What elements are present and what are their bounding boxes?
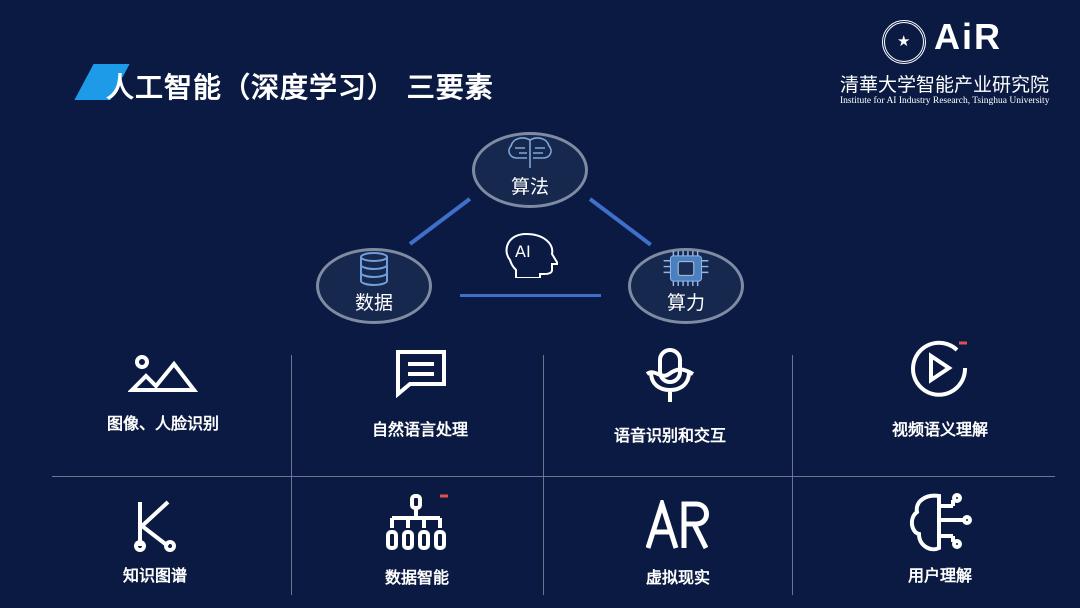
connector-line: [588, 197, 652, 247]
app-label: 自然语言处理: [371, 420, 468, 439]
app-label: 视频语义理解: [891, 420, 988, 439]
ai-head-icon: AI: [502, 232, 560, 279]
chat-icon: [396, 350, 446, 398]
hierarchy-icon: [386, 494, 448, 550]
institute-name-en: Institute for AI Industry Research, Tsin…: [840, 96, 1050, 106]
video-play-icon: [911, 340, 968, 397]
air-logo: AiR: [934, 16, 1002, 57]
column-divider: [291, 355, 292, 595]
app-knowledge-graph: 知识图谱: [30, 496, 280, 586]
node-algorithm: 算法: [472, 132, 588, 208]
app-label: 数据智能: [384, 568, 449, 587]
column-divider: [543, 355, 544, 595]
app-user-understanding: 用户理解: [815, 492, 1065, 586]
chip-icon: [663, 251, 709, 286]
app-image-recognition: 图像、人脸识别: [38, 352, 288, 434]
node-compute: 算力: [628, 248, 744, 324]
ar-icon: [646, 500, 709, 550]
app-ar: 虚拟现实: [553, 500, 803, 588]
app-label: 知识图谱: [122, 566, 187, 585]
page-title: 人工智能（深度学习） 三要素: [106, 71, 494, 104]
app-label: 用户理解: [907, 566, 972, 585]
tsinghua-seal-icon: [882, 20, 926, 64]
app-label: 图像、人脸识别: [106, 414, 219, 433]
brain-icon: [508, 137, 552, 168]
app-data-intelligence: 数据智能: [292, 494, 542, 588]
app-video: 视频语义理解: [815, 340, 1065, 440]
connector-line: [460, 294, 601, 297]
row-divider: [52, 476, 1055, 477]
database-icon: [360, 252, 388, 286]
microphone-icon: [645, 348, 695, 402]
image-icon: [128, 355, 198, 392]
app-nlp: 自然语言处理: [295, 348, 545, 440]
node-data: 数据: [316, 248, 432, 324]
institute-name-cn: 清華大学智能产业研究院: [840, 74, 1050, 96]
knowledge-graph-icon: [134, 500, 176, 552]
column-divider: [792, 355, 793, 595]
connector-line: [408, 197, 472, 246]
app-speech: 语音识别和交互: [545, 348, 795, 446]
brain-circuit-icon: [910, 493, 972, 552]
app-label: 虚拟现实: [645, 568, 710, 587]
svg-text:AI: AI: [515, 242, 531, 261]
app-label: 语音识别和交互: [613, 426, 726, 445]
